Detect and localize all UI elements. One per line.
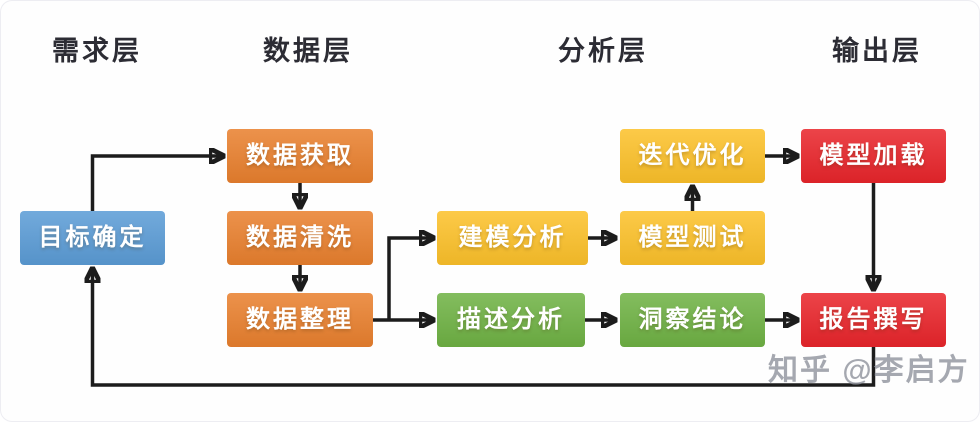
layer-header-requirements: 需求层 bbox=[52, 36, 142, 66]
node-goal: 目标确定 bbox=[20, 211, 165, 265]
node-report-label: 报告撰写 bbox=[819, 306, 928, 333]
node-clean-label: 数据清洗 bbox=[246, 224, 354, 251]
node-load-label: 模型加载 bbox=[819, 142, 928, 169]
layer-header-analysis: 分析层 bbox=[558, 36, 648, 66]
zhihu-watermark: 知乎 @李启方 bbox=[768, 354, 970, 387]
node-iterate-label: 迭代优化 bbox=[638, 142, 747, 169]
node-load: 模型加载 bbox=[801, 129, 946, 183]
node-organize: 数据整理 bbox=[227, 293, 373, 347]
arrow-report-to-goal-feedback bbox=[93, 268, 876, 387]
node-organize-label: 数据整理 bbox=[246, 306, 354, 333]
layer-header-output: 输出层 bbox=[832, 36, 922, 66]
layer-header-data: 数据层 bbox=[263, 36, 353, 66]
node-clean: 数据清洗 bbox=[227, 211, 373, 265]
node-iterate: 迭代优化 bbox=[620, 129, 765, 183]
node-report: 报告撰写 bbox=[801, 293, 946, 347]
node-test: 模型测试 bbox=[620, 211, 765, 265]
node-describe: 描述分析 bbox=[437, 293, 585, 347]
node-describe-label: 描述分析 bbox=[457, 306, 565, 333]
node-insight: 洞察结论 bbox=[620, 293, 765, 347]
node-insight-label: 洞察结论 bbox=[638, 306, 747, 333]
node-modeling-label: 建模分析 bbox=[458, 224, 567, 251]
node-test-label: 模型测试 bbox=[638, 224, 747, 251]
node-goal-label: 目标确定 bbox=[38, 224, 147, 251]
arrow-goal-to-acquire bbox=[90, 156, 225, 211]
arrow-organize-to-modeling bbox=[387, 238, 434, 320]
node-acquire-label: 数据获取 bbox=[246, 142, 354, 169]
node-acquire: 数据获取 bbox=[227, 129, 373, 183]
node-modeling: 建模分析 bbox=[437, 211, 588, 265]
